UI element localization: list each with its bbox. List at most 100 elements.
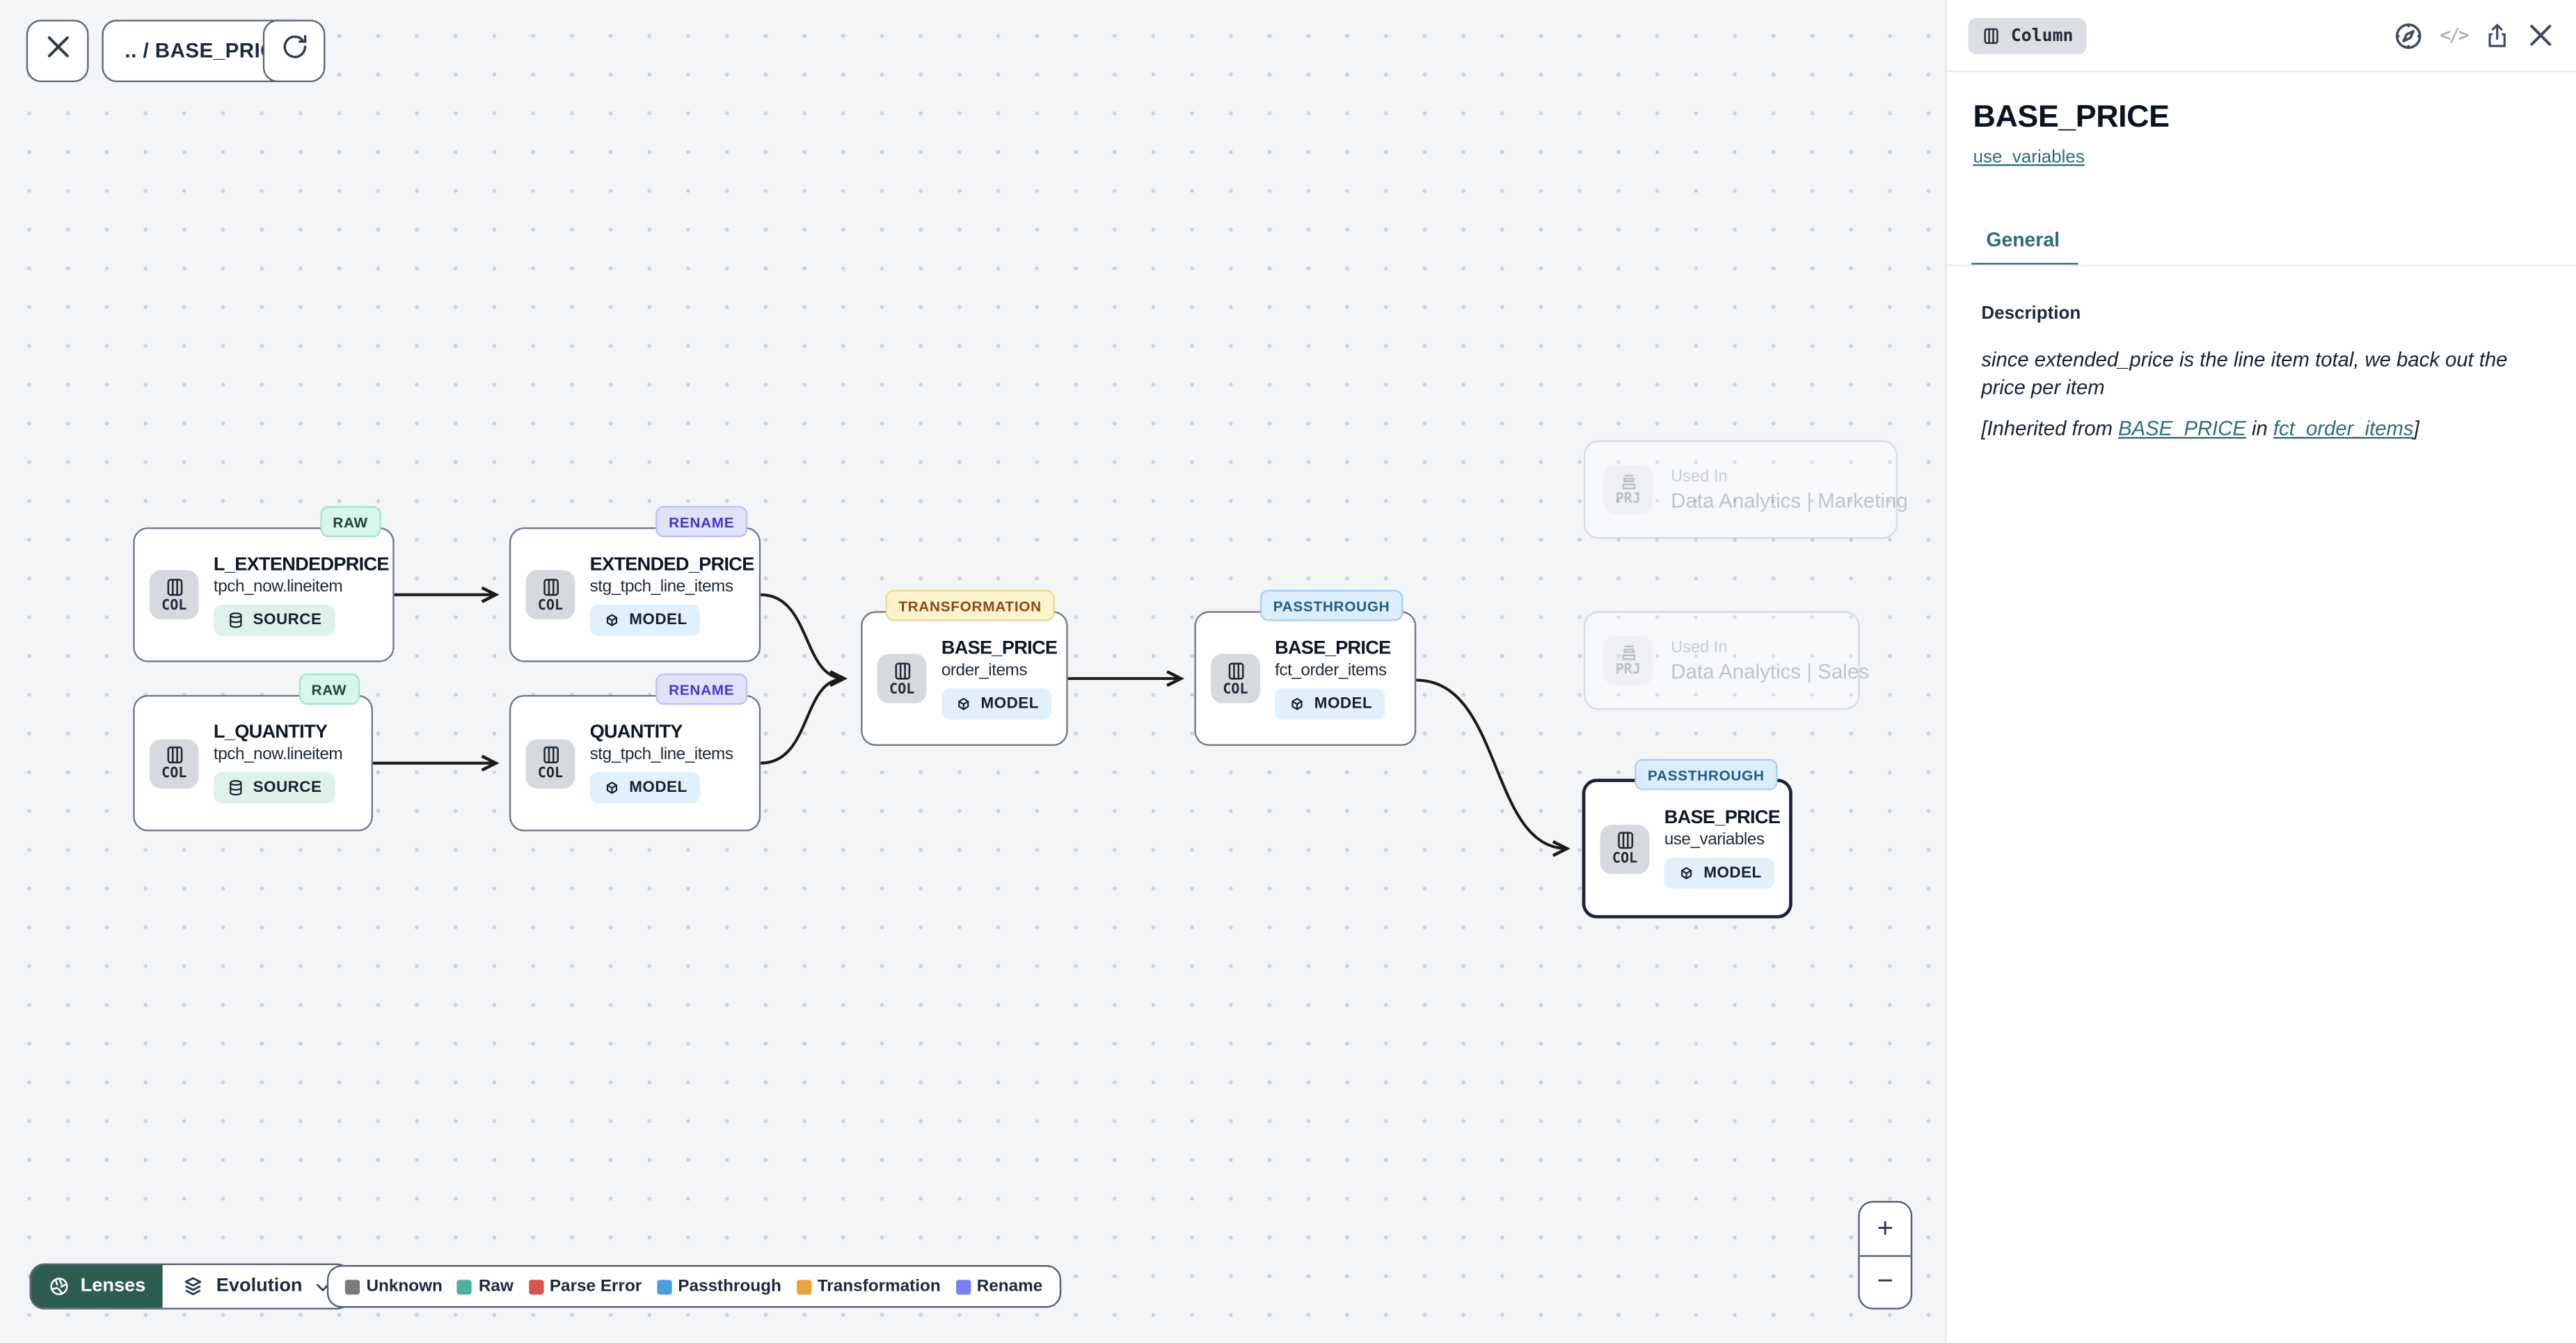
legend-item-parse-error: Parse Error — [528, 1278, 642, 1296]
breadcrumb-label: .. / BASE_PRICE — [125, 39, 290, 63]
column-badge: COL — [149, 570, 199, 620]
legend-swatch — [344, 1279, 360, 1294]
node-subtitle: tpch_now.lineitem — [213, 577, 343, 596]
node-subtitle: order_items — [941, 661, 1028, 680]
node-quantity[interactable]: RENAME COL QUANTITY stg_tpch_line_items … — [509, 674, 761, 832]
chevron-down-icon — [317, 1283, 329, 1291]
legend-item-passthrough: Passthrough — [656, 1278, 781, 1296]
legend-swatch — [528, 1279, 543, 1294]
page-title: BASE_PRICE — [1973, 100, 2170, 135]
stack-icon — [1621, 475, 1635, 490]
kind-pill: MODEL — [589, 772, 701, 804]
tab-active-underline — [1971, 262, 2078, 267]
project-badge: PRJ — [1603, 465, 1653, 514]
node-subtitle: fct_order_items — [1275, 661, 1387, 680]
kind-pill: MODEL — [589, 603, 701, 635]
column-type-badge: Column — [1968, 17, 2087, 54]
lens-selected-label: Evolution — [216, 1276, 303, 1296]
used-in-sales[interactable]: PRJ Used In Data Analytics | Sales — [1584, 611, 1869, 710]
lens-dropdown[interactable]: Evolution — [161, 1264, 350, 1308]
lens-tag: RENAME — [655, 674, 748, 705]
database-icon — [230, 780, 242, 796]
description-text: since extended_price is the line item to… — [1981, 348, 2508, 399]
lens-tag: TRANSFORMATION — [885, 589, 1055, 621]
close-lineage-button[interactable] — [26, 19, 89, 83]
node-l-extendedprice[interactable]: RAW COL L_EXTENDEDPRICE tpch_now.lineite… — [133, 506, 395, 662]
node-subtitle: stg_tpch_line_items — [589, 577, 733, 596]
node-title: EXTENDED_PRICE — [589, 554, 755, 575]
edge-fctorderitems-usevariables — [1416, 678, 1571, 857]
compass-icon[interactable] — [2392, 19, 2425, 51]
columns-icon — [1984, 27, 1998, 43]
kind-pill: SOURCE — [213, 772, 335, 804]
cube-icon — [1291, 697, 1303, 710]
columns-icon — [894, 662, 910, 680]
description-heading: Description — [1981, 303, 2081, 324]
node-title: L_QUANTITY — [213, 722, 328, 743]
cube-icon — [606, 613, 618, 626]
used-in-label: Used In — [1671, 467, 1728, 486]
column-badge: COL — [877, 653, 927, 704]
legend-item-rename: Rename — [955, 1278, 1042, 1296]
node-title: BASE_PRICE — [1664, 808, 1781, 828]
kind-pill: SOURCE — [213, 603, 335, 635]
refresh-button[interactable] — [262, 19, 326, 83]
legend-item-raw: Raw — [457, 1278, 514, 1296]
x-icon — [44, 33, 72, 69]
node-subtitle: use_variables — [1664, 831, 1765, 850]
lens-tag: RAW — [298, 674, 360, 705]
share-icon[interactable] — [2482, 21, 2511, 50]
lens-legend: Unknown Raw Parse Error Passthrough Tran… — [326, 1264, 1061, 1308]
column-badge: COL — [525, 570, 575, 620]
cube-icon — [1680, 867, 1692, 880]
node-base-price-use-variables[interactable]: PASSTHROUGH COL BASE_PRICE use_variables… — [1582, 758, 1792, 919]
legend-item-transformation: Transformation — [796, 1278, 941, 1296]
model-link[interactable]: use_variables — [1973, 148, 2085, 168]
legend-item-unknown: Unknown — [344, 1278, 443, 1296]
zoom-in-button[interactable]: + — [1859, 1202, 1911, 1256]
database-icon — [230, 612, 242, 628]
cube-icon — [958, 697, 969, 710]
edge-extendedprice-orderitems — [761, 593, 848, 688]
lens-tag: PASSTHROUGH — [1635, 758, 1778, 790]
node-base-price-order-items[interactable]: TRANSFORMATION COL BASE_PRICE order_item… — [861, 589, 1068, 746]
edge-quantity-orderitems — [761, 677, 843, 765]
used-in-marketing[interactable]: PRJ Used In Data Analytics | Marketing — [1584, 440, 1908, 539]
inherited-model-link[interactable]: fct_order_items — [2273, 417, 2414, 440]
zoom-out-button[interactable]: − — [1877, 1265, 1893, 1297]
legend-swatch — [796, 1279, 811, 1294]
kind-pill: MODEL — [941, 688, 1052, 719]
code-icon[interactable]: </> — [2440, 24, 2469, 47]
node-title: BASE_PRICE — [941, 638, 1058, 658]
legend-swatch — [457, 1279, 472, 1294]
panel-header: Column </> — [1946, 0, 2576, 72]
lens-selector: Lenses Evolution — [29, 1263, 352, 1310]
legend-swatch — [955, 1279, 971, 1294]
used-in-title: Data Analytics | Sales — [1671, 659, 1870, 683]
node-l-quantity[interactable]: RAW COL L_QUANTITY tpch_now.lineitem SOU… — [133, 674, 373, 832]
node-subtitle: stg_tpch_line_items — [589, 745, 733, 764]
column-badge: COL — [525, 738, 575, 788]
lineage-canvas[interactable]: .. / BASE_PRICE RAW COL L_EXTENDEDPRICE … — [0, 0, 1946, 1343]
node-extended-price[interactable]: RENAME COL EXTENDED_PRICE stg_tpch_line_… — [509, 506, 761, 662]
columns-icon — [543, 578, 558, 596]
cube-icon — [606, 781, 618, 794]
kind-pill: MODEL — [1664, 857, 1775, 889]
lenses-button[interactable]: Lenses — [31, 1264, 162, 1308]
tab-general[interactable]: General — [1986, 228, 2060, 252]
lens-tag: PASSTHROUGH — [1259, 589, 1404, 621]
tab-divider — [1946, 264, 2576, 267]
inherited-column-link[interactable]: BASE_PRICE — [2118, 417, 2246, 440]
column-badge: COL — [1600, 824, 1650, 873]
column-badge: COL — [1211, 653, 1260, 704]
aperture-icon — [50, 1278, 68, 1296]
node-base-price-fct-order-items[interactable]: PASSTHROUGH COL BASE_PRICE fct_order_ite… — [1194, 589, 1417, 746]
columns-icon — [166, 578, 182, 596]
columns-icon — [543, 747, 558, 764]
used-in-title: Data Analytics | Marketing — [1671, 488, 1908, 512]
node-title: BASE_PRICE — [1275, 638, 1391, 658]
close-panel-icon[interactable] — [2527, 22, 2554, 49]
column-badge: COL — [149, 738, 199, 788]
node-subtitle: tpch_now.lineitem — [213, 745, 343, 764]
